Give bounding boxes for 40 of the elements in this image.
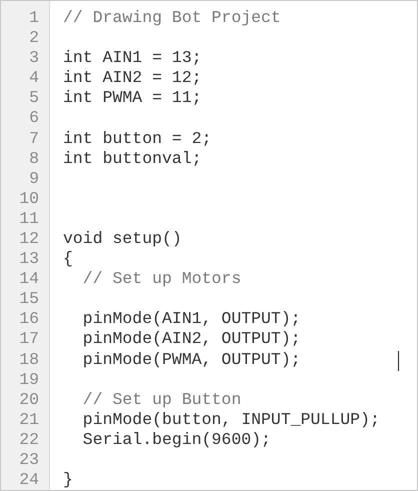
line-number: 4 bbox=[28, 68, 39, 88]
line-number: 2 bbox=[28, 28, 39, 48]
line-number: 15 bbox=[18, 289, 39, 310]
line-number: 1 bbox=[28, 8, 39, 28]
code-line: int AIN2 = 12; bbox=[63, 68, 202, 88]
line-number: 10 bbox=[18, 188, 39, 209]
line-number: 19 bbox=[18, 370, 39, 390]
code-line: int AIN1 = 13; bbox=[63, 48, 202, 68]
line-number: 20 bbox=[18, 390, 39, 410]
line-number: 23 bbox=[18, 450, 39, 470]
line-number: 12 bbox=[18, 228, 39, 249]
line-number: 18 bbox=[18, 350, 39, 370]
line-number: 13 bbox=[18, 249, 39, 270]
code-line: { bbox=[63, 249, 73, 270]
line-number: 5 bbox=[28, 88, 39, 108]
code-line: pinMode(AIN1, OUTPUT); bbox=[82, 309, 301, 330]
line-number: 6 bbox=[28, 108, 39, 128]
line-number: 17 bbox=[18, 329, 39, 350]
line-number: 3 bbox=[28, 48, 39, 68]
line-number: 22 bbox=[18, 430, 39, 450]
code-line: pinMode(AIN2, OUTPUT); bbox=[82, 329, 301, 350]
code-line: Serial.begin(9600); bbox=[82, 430, 271, 450]
code-line: int buttonval; bbox=[63, 148, 202, 169]
line-number: 9 bbox=[28, 168, 39, 189]
code-comment: // Set up Motors bbox=[82, 269, 242, 290]
code-line: int button = 2; bbox=[63, 128, 212, 149]
line-number: 8 bbox=[28, 148, 39, 169]
line-number: 14 bbox=[18, 269, 39, 290]
code-comment: // Drawing Bot Project bbox=[63, 8, 281, 28]
line-number: 16 bbox=[18, 309, 39, 330]
line-number: 11 bbox=[18, 208, 39, 229]
code-comment: // Set up Button bbox=[82, 390, 242, 410]
code-line: int PWMA = 11; bbox=[63, 88, 202, 108]
line-number: 7 bbox=[28, 128, 39, 149]
code-line: pinMode(button, INPUT_PULLUP); bbox=[82, 410, 380, 430]
code-line: void setup() bbox=[63, 228, 182, 249]
code-line: } bbox=[63, 470, 73, 490]
code-line: pinMode(PWMA, OUTPUT); bbox=[82, 350, 301, 370]
line-number: 24 bbox=[18, 470, 39, 490]
line-number: 21 bbox=[18, 410, 39, 430]
